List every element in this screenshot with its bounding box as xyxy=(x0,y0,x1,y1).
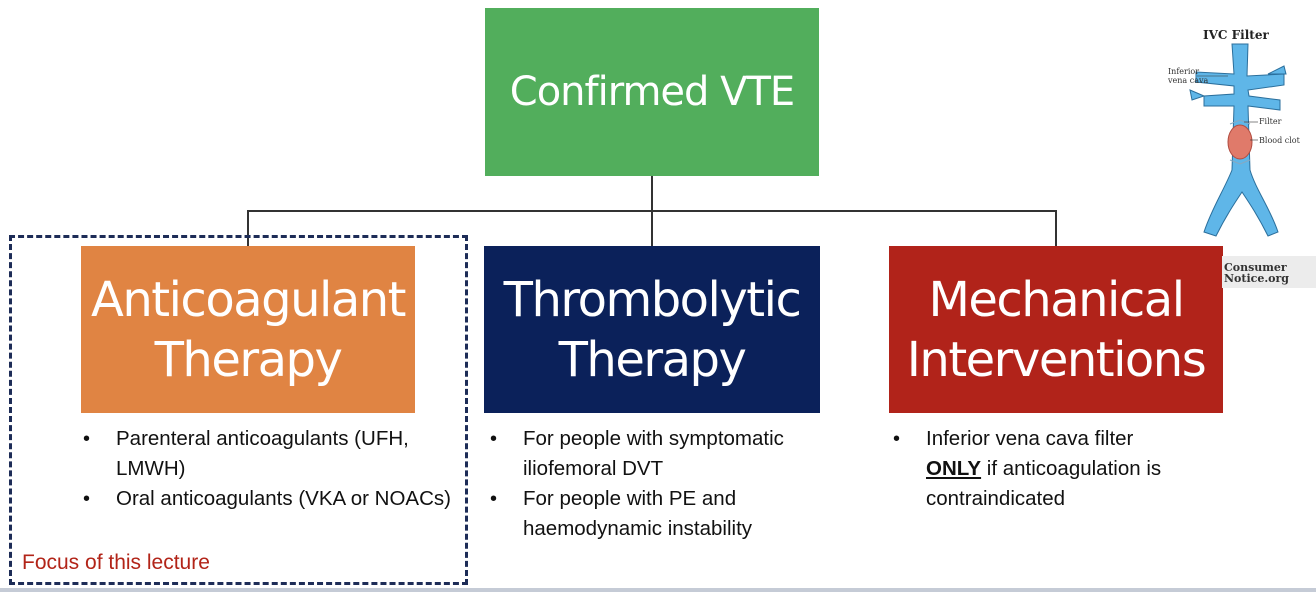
node-anticoagulant-therapy: Anticoagulant Therapy xyxy=(81,246,415,413)
root-node-label: Confirmed VTE xyxy=(509,69,795,115)
node-thrombolytic-line1: Thrombolytic xyxy=(503,271,802,328)
only-emphasis: ONLY xyxy=(926,457,982,480)
list-item: Oral anticoagulants (VKA or NOACs) xyxy=(83,484,466,514)
node-anticoagulant-line1: Anticoagulant xyxy=(91,271,406,328)
ivc-label-blood-clot: Blood clot xyxy=(1259,136,1300,145)
connector-root-down xyxy=(651,176,653,211)
ivc-label-vena-line1: Inferior xyxy=(1168,67,1200,76)
bullet-text-end: if anticoagulation is contraindicated xyxy=(926,457,1162,510)
ivc-filter-title: IVC Filter xyxy=(1203,28,1269,42)
bottom-divider xyxy=(0,588,1316,592)
node-mechanical-line2: Interventions xyxy=(906,331,1207,388)
focus-of-lecture-label: Focus of this lecture xyxy=(22,551,210,574)
bullet-text-start: Inferior vena cava filter xyxy=(926,427,1134,450)
connector-right-down xyxy=(1055,210,1057,246)
image-credit: Consumer Notice.org xyxy=(1224,262,1289,284)
focus-dashed-frame xyxy=(9,235,468,585)
credit-background xyxy=(1222,256,1316,288)
credit-line1: Consumer xyxy=(1224,261,1287,274)
list-item: Parenteral anticoagulants (UFH, LMWH) xyxy=(83,424,466,484)
list-item: For people with symptomatic iliofemoral … xyxy=(490,424,843,484)
node-mechanical-interventions: Mechanical Interventions xyxy=(889,246,1223,413)
node-thrombolytic-line2: Therapy xyxy=(558,331,747,388)
root-node-confirmed-vte: Confirmed VTE xyxy=(485,8,819,176)
connector-left-down xyxy=(247,210,249,246)
credit-line2: Notice.org xyxy=(1224,272,1290,285)
ivc-label-filter: Filter xyxy=(1259,117,1282,126)
node-thrombolytic-therapy: Thrombolytic Therapy xyxy=(484,246,820,413)
node-mechanical-line1: Mechanical xyxy=(928,271,1185,328)
thrombolytic-bullet-list: For people with symptomatic iliofemoral … xyxy=(489,424,843,544)
ivc-filter-illustration xyxy=(1189,43,1287,237)
anticoagulant-bullet-list: Parenteral anticoagulants (UFH, LMWH) Or… xyxy=(82,424,466,514)
ivc-label-vena-line2: vena cava xyxy=(1168,76,1209,85)
list-item: For people with PE and haemodynamic inst… xyxy=(490,484,843,544)
node-anticoagulant-line2: Therapy xyxy=(154,331,343,388)
connector-middle-down xyxy=(651,210,653,246)
blood-clot-shape xyxy=(1227,124,1253,160)
